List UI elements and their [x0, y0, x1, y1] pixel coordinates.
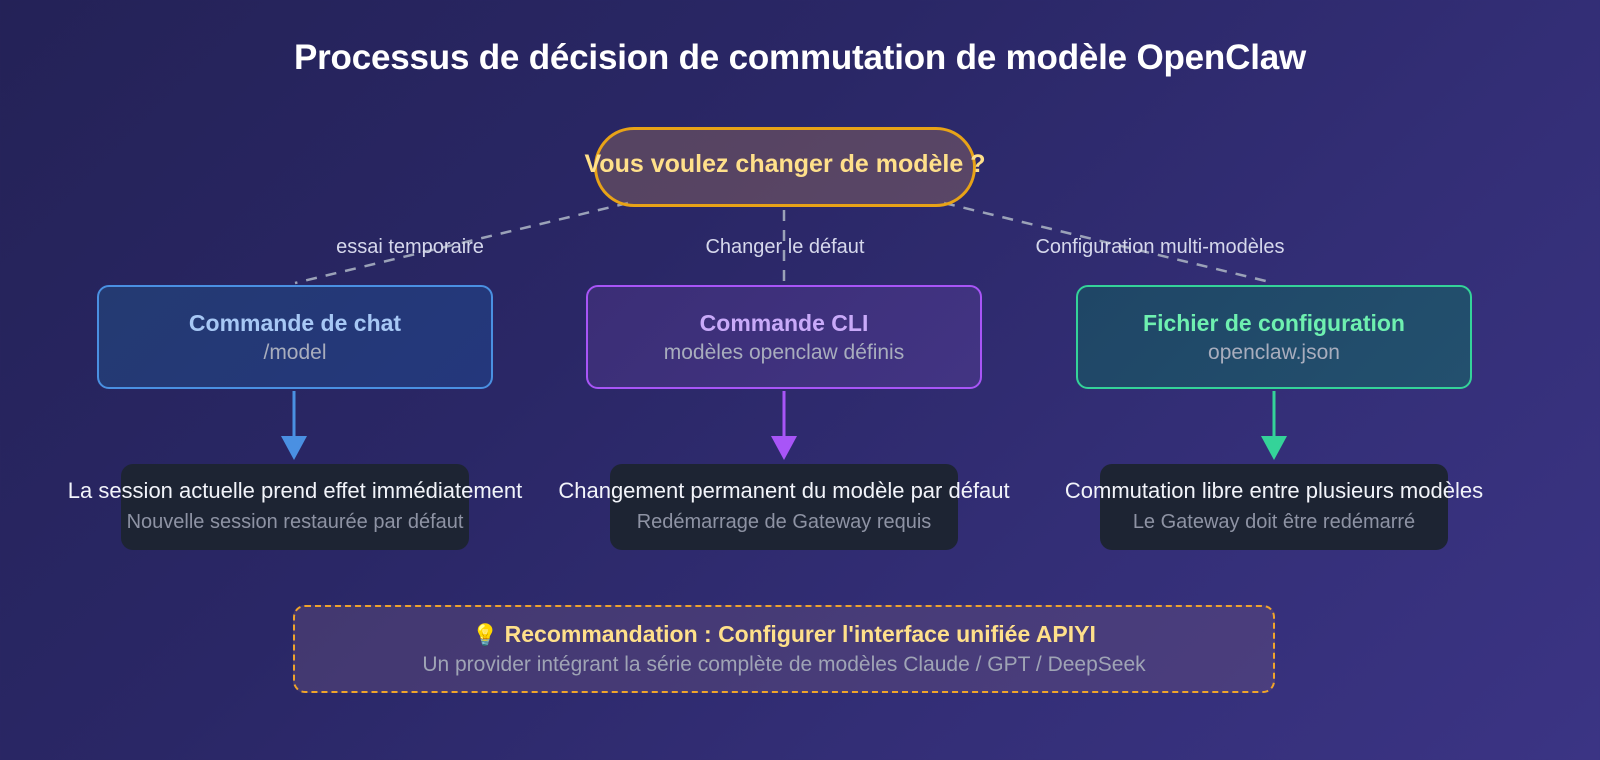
- arrow-config-to-result: [1261, 391, 1287, 460]
- result-box-cli-command: [610, 464, 958, 550]
- result-box-config-file: [1100, 464, 1448, 550]
- edge-label-multi-model: Configuration multi-modèles: [1035, 236, 1285, 258]
- arrow-cli-to-result: [771, 391, 797, 460]
- option-card-config-file[interactable]: Fichier de configuration openclaw.json: [1076, 285, 1472, 389]
- option-card-chat-command-title: Commande de chat: [188, 309, 402, 336]
- recommendation-title-row: 💡 Recommandation : Configurer l'interfac…: [472, 621, 1096, 648]
- light-bulb-icon: 💡: [472, 624, 499, 647]
- decision-node-root[interactable]: [594, 127, 976, 207]
- edge-label-temporary: essai temporaire: [336, 236, 484, 258]
- result-main-config-file: Commutation libre entre plusieurs modèle…: [1064, 478, 1484, 503]
- recommendation-callout[interactable]: 💡 Recommandation : Configurer l'interfac…: [293, 605, 1275, 693]
- result-sub-cli-command: Redémarrage de Gateway requis: [636, 511, 932, 533]
- option-card-cli-command[interactable]: Commande CLI modèles openclaw définis: [586, 285, 982, 389]
- option-card-config-file-subtitle: openclaw.json: [1208, 340, 1340, 364]
- recommendation-subtitle: Un provider intégrant la série complète …: [422, 653, 1146, 676]
- result-sub-chat-command: Nouvelle session restaurée par défaut: [126, 511, 464, 533]
- result-text-cli-command: Changement permanent du modèle par défau…: [384, 478, 1184, 534]
- result-main-cli-command: Changement permanent du modèle par défau…: [558, 478, 1010, 503]
- result-sub-config-file: Le Gateway doit être redémarré: [1132, 511, 1416, 533]
- result-text-chat-command: La session actuelle prend effet immédiat…: [0, 478, 695, 534]
- option-card-chat-command-subtitle: /model: [263, 340, 327, 364]
- option-card-cli-command-subtitle: modèles openclaw définis: [663, 340, 905, 364]
- arrow-chat-to-result: [281, 391, 307, 460]
- decision-node-root-label: Vous voulez changer de modèle ?: [584, 150, 986, 178]
- recommendation-title: Recommandation : Configurer l'interface …: [504, 621, 1096, 647]
- option-card-config-file-title: Fichier de configuration: [1143, 309, 1405, 336]
- result-main-chat-command: La session actuelle prend effet immédiat…: [67, 478, 523, 503]
- option-card-cli-command-title: Commande CLI: [699, 309, 869, 336]
- edge-label-change-default: Changer le défaut: [705, 236, 865, 258]
- result-box-chat-command: [121, 464, 469, 550]
- result-text-config-file: Commutation libre entre plusieurs modèle…: [874, 478, 1600, 534]
- page-title: Processus de décision de commutation de …: [293, 38, 1307, 77]
- option-card-chat-command[interactable]: Commande de chat /model: [97, 285, 493, 389]
